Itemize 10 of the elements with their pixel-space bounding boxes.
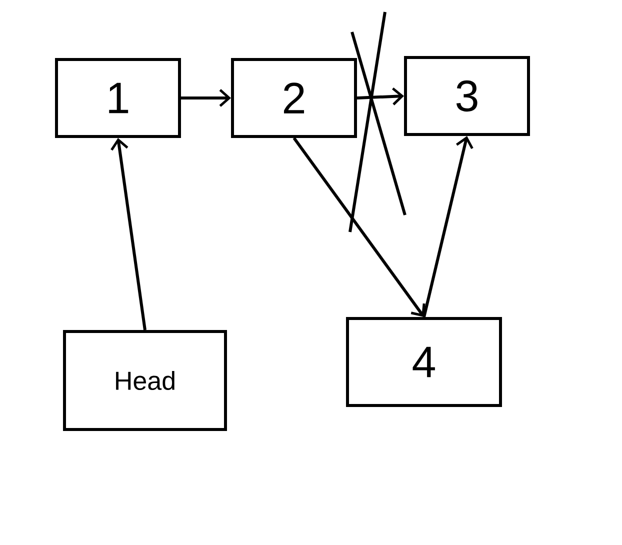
- arrow: [422, 136, 474, 318]
- arrow: [356, 88, 404, 106]
- arrow: [292, 137, 426, 317]
- arrow: [181, 89, 231, 107]
- list-node-box: 2: [231, 58, 357, 138]
- arrow: [110, 138, 146, 330]
- list-node-box: 3: [404, 56, 530, 136]
- list-node-box: Head: [63, 330, 227, 431]
- list-node-box: 4: [346, 317, 502, 407]
- list-node-box: 1: [55, 58, 181, 138]
